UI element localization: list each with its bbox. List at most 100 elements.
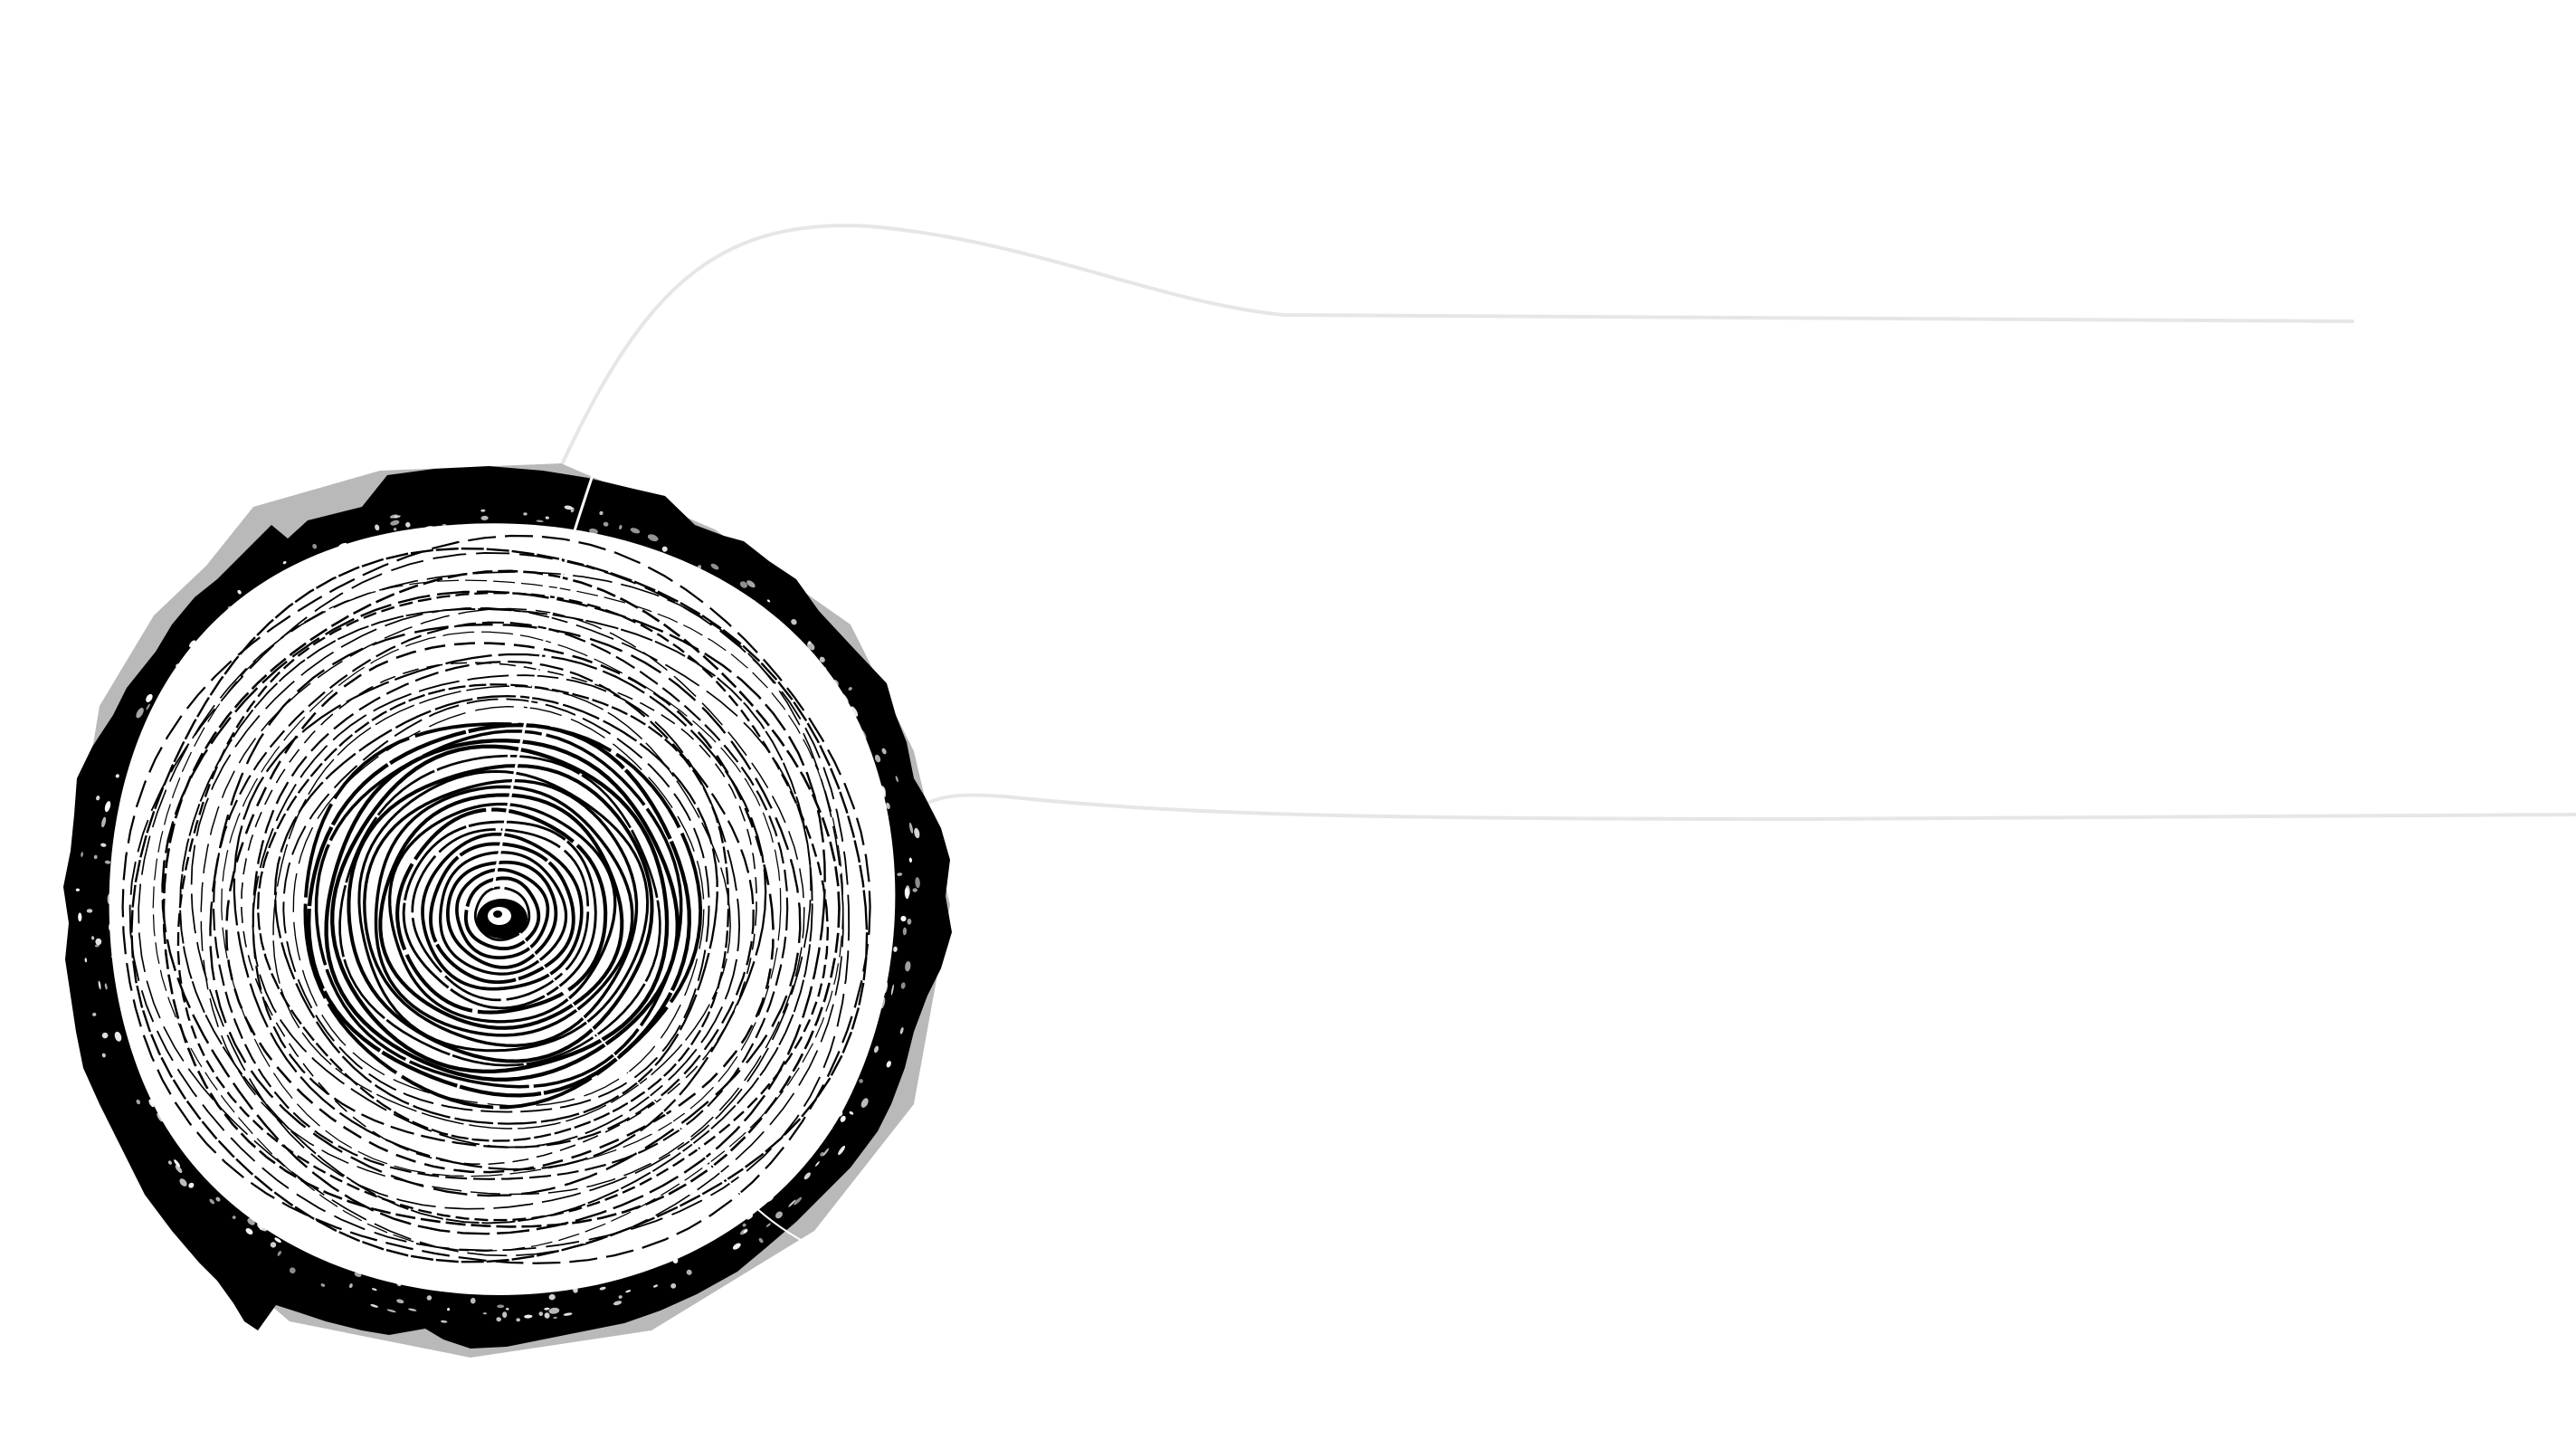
bark-fleck — [175, 1165, 183, 1174]
bark-fleck — [148, 1099, 155, 1108]
bark-fleck — [538, 1311, 544, 1316]
bark-fleck — [114, 1031, 122, 1042]
bark-fleck — [563, 1312, 573, 1316]
bark-fleck — [282, 560, 287, 565]
bark-fleck — [647, 534, 659, 542]
bark-fleck — [881, 748, 887, 755]
growth-ring — [330, 744, 670, 1073]
bark-fleck — [482, 1312, 488, 1315]
bark-fleck — [613, 1301, 623, 1306]
bark-fleck — [289, 1267, 296, 1274]
bark-fleck — [104, 801, 111, 813]
bark-fleck — [167, 1160, 173, 1165]
bark-fleck — [92, 1012, 97, 1016]
bark-fleck — [544, 1307, 550, 1311]
growth-ring — [303, 721, 703, 1110]
bark-fleck — [553, 1316, 557, 1320]
growth-ring — [152, 579, 844, 1253]
bark-fleck — [893, 946, 898, 952]
growth-ring — [411, 828, 590, 1002]
crack-lower — [506, 913, 842, 1259]
bark-fleck — [897, 872, 903, 876]
bark-fleck — [618, 1295, 623, 1299]
bark-fleck — [886, 1061, 891, 1068]
bark-fleck — [838, 1145, 846, 1156]
bark-fleck — [232, 1215, 236, 1219]
growth-ring — [455, 868, 550, 959]
bark-fleck — [375, 524, 380, 531]
growth-ring — [388, 802, 617, 1024]
bark-fleck — [840, 1115, 846, 1122]
growth-ring — [179, 608, 813, 1225]
bark-fleck — [908, 857, 913, 863]
bark-fleck — [859, 1079, 863, 1083]
bark-fleck — [860, 1098, 869, 1108]
bark-fleck — [914, 827, 920, 839]
bark-fleck — [136, 1099, 141, 1105]
bark-fleck — [603, 521, 609, 527]
bark-fleck — [75, 888, 80, 891]
bark-fleck — [480, 509, 486, 512]
bark-fleck — [788, 1199, 796, 1207]
bark-fleck — [775, 1211, 783, 1219]
bark-fleck — [652, 1284, 659, 1288]
bark-fleck — [743, 1229, 748, 1234]
bark-fleck — [803, 1172, 811, 1180]
bark-fleck — [101, 816, 107, 828]
growth-ring — [463, 876, 541, 951]
bark-fleck — [536, 520, 544, 523]
bark-fleck — [746, 1214, 754, 1220]
bark-fleck — [686, 1269, 692, 1275]
bark-fleck — [904, 887, 909, 900]
bark-fleck — [502, 1311, 508, 1319]
bark-fleck — [277, 1251, 281, 1256]
bark-fleck — [86, 909, 93, 913]
bark-fleck — [174, 1159, 181, 1168]
growth-ring — [176, 592, 830, 1222]
bark-fleck — [189, 640, 196, 648]
growth-ring — [282, 698, 710, 1113]
bark-fleck — [570, 507, 575, 513]
bark-fleck — [96, 796, 100, 801]
bark-fleck — [746, 580, 756, 588]
bark-fleck — [732, 1243, 741, 1250]
bark-fleck — [899, 1026, 904, 1034]
bark-fleck — [320, 1283, 326, 1287]
bark-fleck — [386, 1309, 396, 1313]
growth-ring — [357, 769, 650, 1053]
bark-fleck — [625, 1290, 632, 1293]
bark-fleck — [908, 822, 914, 834]
growth-ring — [429, 842, 575, 985]
bark-fleck — [661, 546, 668, 552]
bark-fleck — [98, 980, 101, 990]
guide-line-lower — [889, 793, 2576, 848]
bark-fleck — [90, 936, 95, 940]
bark-fleck — [545, 516, 549, 520]
growth-ring — [256, 683, 730, 1142]
bark-fleck — [146, 693, 153, 702]
bark-fleck — [447, 1308, 451, 1311]
growth-ring — [439, 851, 568, 976]
guide-line-upper — [541, 224, 2354, 509]
bark-fleck — [912, 888, 917, 892]
growth-rings — [121, 534, 871, 1264]
bark-fleck — [179, 1178, 187, 1187]
bark-fleck — [93, 854, 98, 860]
bark-fleck — [765, 1223, 771, 1227]
growth-ring — [162, 569, 841, 1228]
growth-ring — [190, 607, 813, 1210]
bark-fleck — [524, 1314, 533, 1319]
bark-fleck — [619, 524, 623, 530]
bark-fleck — [819, 656, 825, 663]
bark-fleck — [470, 1297, 476, 1304]
bark-fleck — [915, 877, 920, 889]
bark-fleck — [312, 543, 318, 549]
bark-fleck — [807, 642, 815, 651]
bark-fleck — [78, 912, 82, 922]
bark-fleck — [390, 520, 400, 526]
bark-fleck — [589, 528, 598, 534]
bark-fleck — [895, 776, 898, 783]
bark-fleck — [188, 1182, 195, 1188]
bark-fleck — [902, 927, 908, 936]
